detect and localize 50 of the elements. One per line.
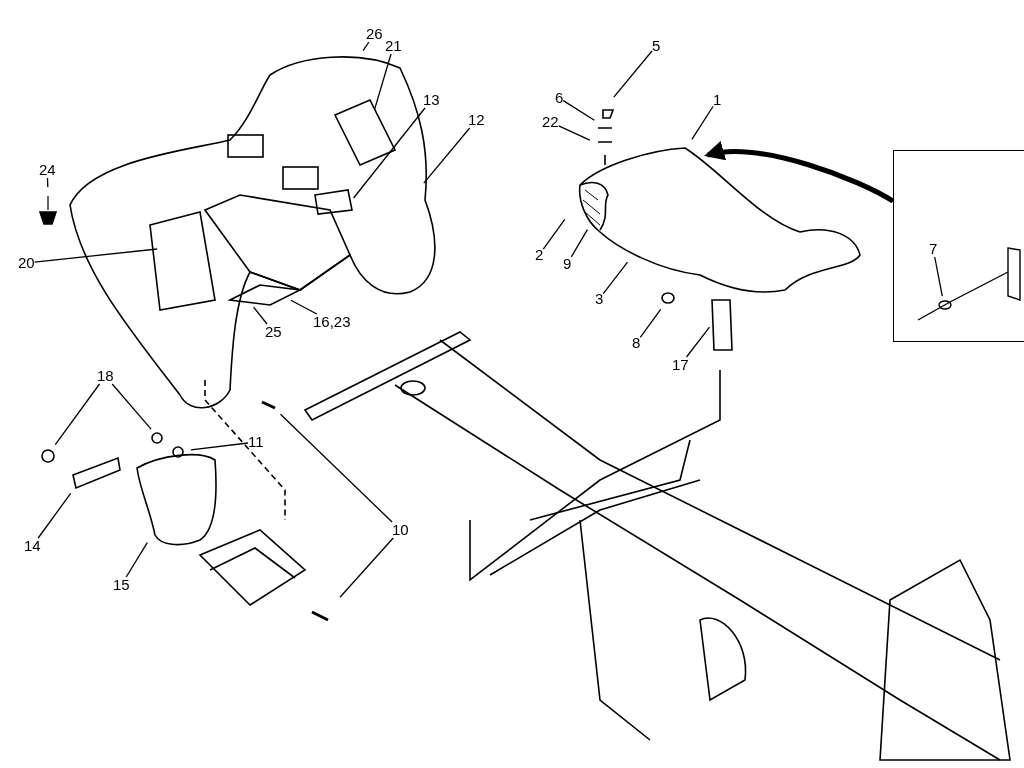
leader-line — [46, 177, 49, 188]
leader-line — [373, 53, 392, 111]
callout-number: 7 — [929, 241, 938, 257]
leader-line — [542, 218, 566, 250]
leader-line — [290, 299, 318, 315]
callout-number: 9 — [563, 256, 572, 272]
callout-number: 26 — [366, 26, 383, 42]
leader-line — [362, 41, 370, 52]
leader-line — [34, 248, 158, 263]
callout-number: 5 — [652, 38, 661, 54]
leader-line — [252, 306, 268, 325]
callout-number: 18 — [97, 368, 114, 384]
leader-line — [639, 308, 662, 338]
leader-line — [685, 326, 711, 358]
inset-frame — [893, 150, 1024, 342]
callout-number: 11 — [248, 434, 264, 450]
leader-line — [190, 442, 249, 451]
callout-number: 14 — [24, 538, 41, 554]
callout-number: 16,23 — [313, 314, 351, 330]
callout-number: 21 — [385, 38, 402, 54]
leader-line — [691, 105, 714, 141]
leader-line — [934, 256, 943, 297]
leader-line — [111, 383, 152, 430]
leader-line — [352, 107, 426, 199]
leader-line — [558, 125, 591, 141]
callout-number: 10 — [392, 522, 409, 538]
leader-line — [54, 383, 101, 446]
leader-line — [125, 542, 148, 578]
callout-number: 17 — [672, 357, 689, 373]
callout-number: 3 — [595, 291, 604, 307]
leader-line — [339, 537, 394, 598]
callout-number: 8 — [632, 335, 641, 351]
callout-number: 2 — [535, 247, 544, 263]
callout-number: 6 — [555, 90, 564, 106]
callout-number: 12 — [468, 112, 485, 128]
callout-number: 22 — [542, 114, 559, 130]
callout-number: 13 — [423, 92, 440, 108]
leader-line — [423, 127, 471, 184]
leader-line — [279, 413, 393, 523]
callout-number: 1 — [713, 92, 722, 108]
leader-line — [37, 492, 72, 539]
callout-number: 25 — [265, 324, 282, 340]
leader-line — [562, 99, 596, 121]
leader-line — [602, 261, 629, 295]
callout-number: 15 — [113, 577, 130, 593]
leader-line — [613, 50, 653, 98]
callout-number: 20 — [18, 255, 35, 271]
callout-number: 24 — [39, 162, 56, 178]
curved-arrow — [704, 142, 895, 204]
leader-line — [570, 229, 589, 258]
